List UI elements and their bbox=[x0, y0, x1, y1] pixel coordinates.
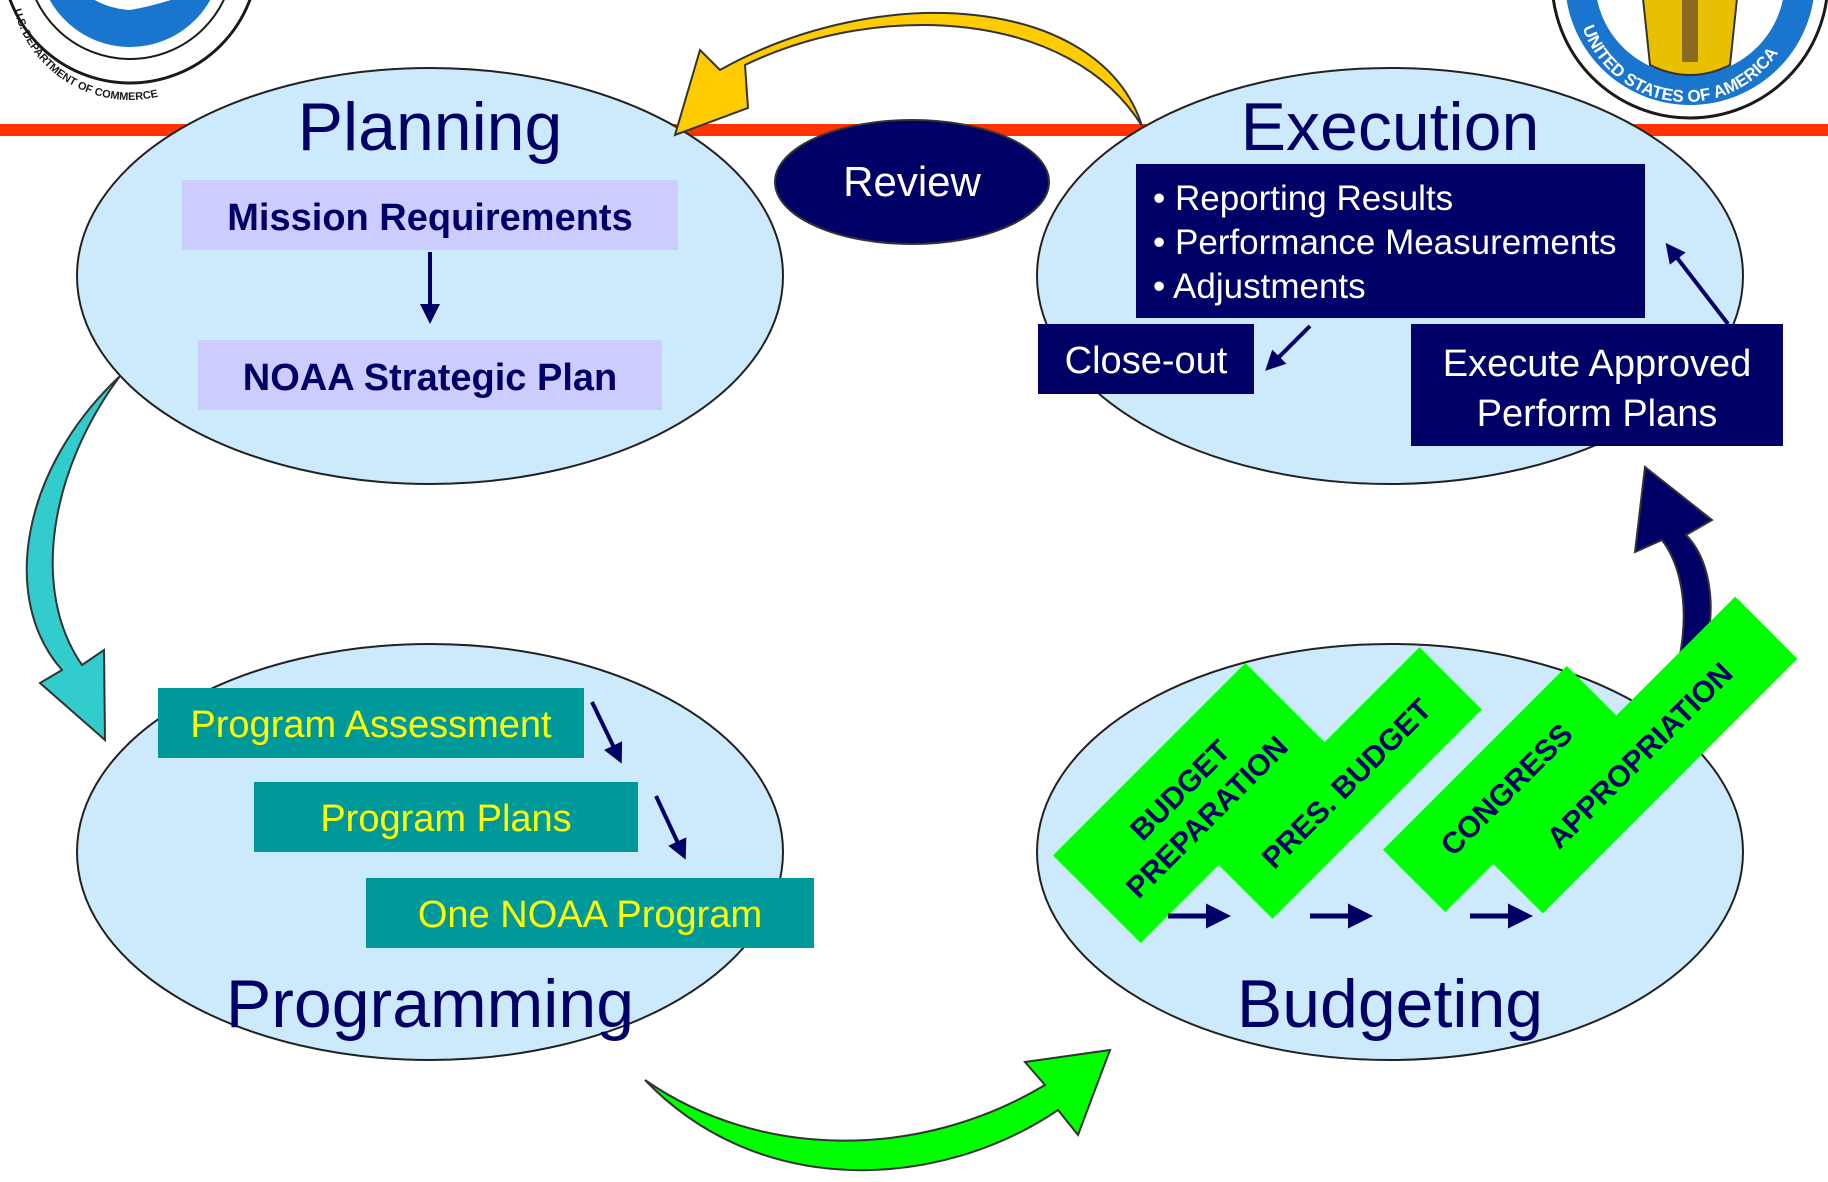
execution-bullets-box bbox=[1136, 164, 1645, 318]
mission-requirements-box bbox=[182, 180, 678, 250]
execute-to-bullets-arrow bbox=[1665, 242, 1730, 326]
programming-title: Programming bbox=[226, 966, 634, 1042]
mission-requirements-label: Mission Requirements bbox=[227, 197, 632, 239]
noaa-strategic-plan-box bbox=[198, 340, 662, 410]
execution-title: Execution bbox=[1241, 89, 1540, 165]
execute-approved-line1: Execute Approved bbox=[1443, 343, 1751, 385]
program-assessment-box bbox=[158, 688, 584, 758]
bullet-adjustments: • Adjustments bbox=[1153, 267, 1366, 306]
planning-title: Planning bbox=[298, 89, 563, 165]
planning-to-programming-arrow bbox=[25, 375, 121, 743]
review-oval bbox=[774, 119, 1050, 245]
review-flow-arrow bbox=[673, 11, 1143, 137]
bullet-reporting-results: • Reporting Results bbox=[1153, 179, 1453, 218]
noaa-strategic-plan-label: NOAA Strategic Plan bbox=[243, 357, 617, 399]
budgeting-title: Budgeting bbox=[1237, 966, 1543, 1042]
usa-seal-logo: UNITED STATES OF AMERICA bbox=[1551, 0, 1828, 120]
close-out-label: Close-out bbox=[1065, 340, 1228, 382]
one-noaa-program-label: One NOAA Program bbox=[418, 894, 762, 936]
assessment-to-plans-arrow bbox=[590, 701, 623, 764]
bullet-performance-measurements: • Performance Measurements bbox=[1153, 223, 1617, 262]
one-noaa-program-box bbox=[366, 878, 814, 948]
execute-approved-box bbox=[1411, 324, 1783, 446]
plans-to-program-arrow bbox=[654, 795, 687, 860]
program-plans-box bbox=[254, 782, 638, 852]
programming-to-budgeting-arrow bbox=[644, 1048, 1112, 1172]
program-plans-label: Program Plans bbox=[320, 798, 571, 840]
review-label: Review bbox=[843, 158, 981, 205]
program-assessment-label: Program Assessment bbox=[190, 704, 552, 746]
noaa-seal-logo: U.S. DEPARTMENT OF COMMERCE bbox=[8, 0, 252, 103]
adjust-to-closeout-arrow bbox=[1265, 324, 1312, 371]
execute-approved-line2: Perform Plans bbox=[1477, 393, 1718, 435]
close-out-box bbox=[1038, 324, 1254, 394]
